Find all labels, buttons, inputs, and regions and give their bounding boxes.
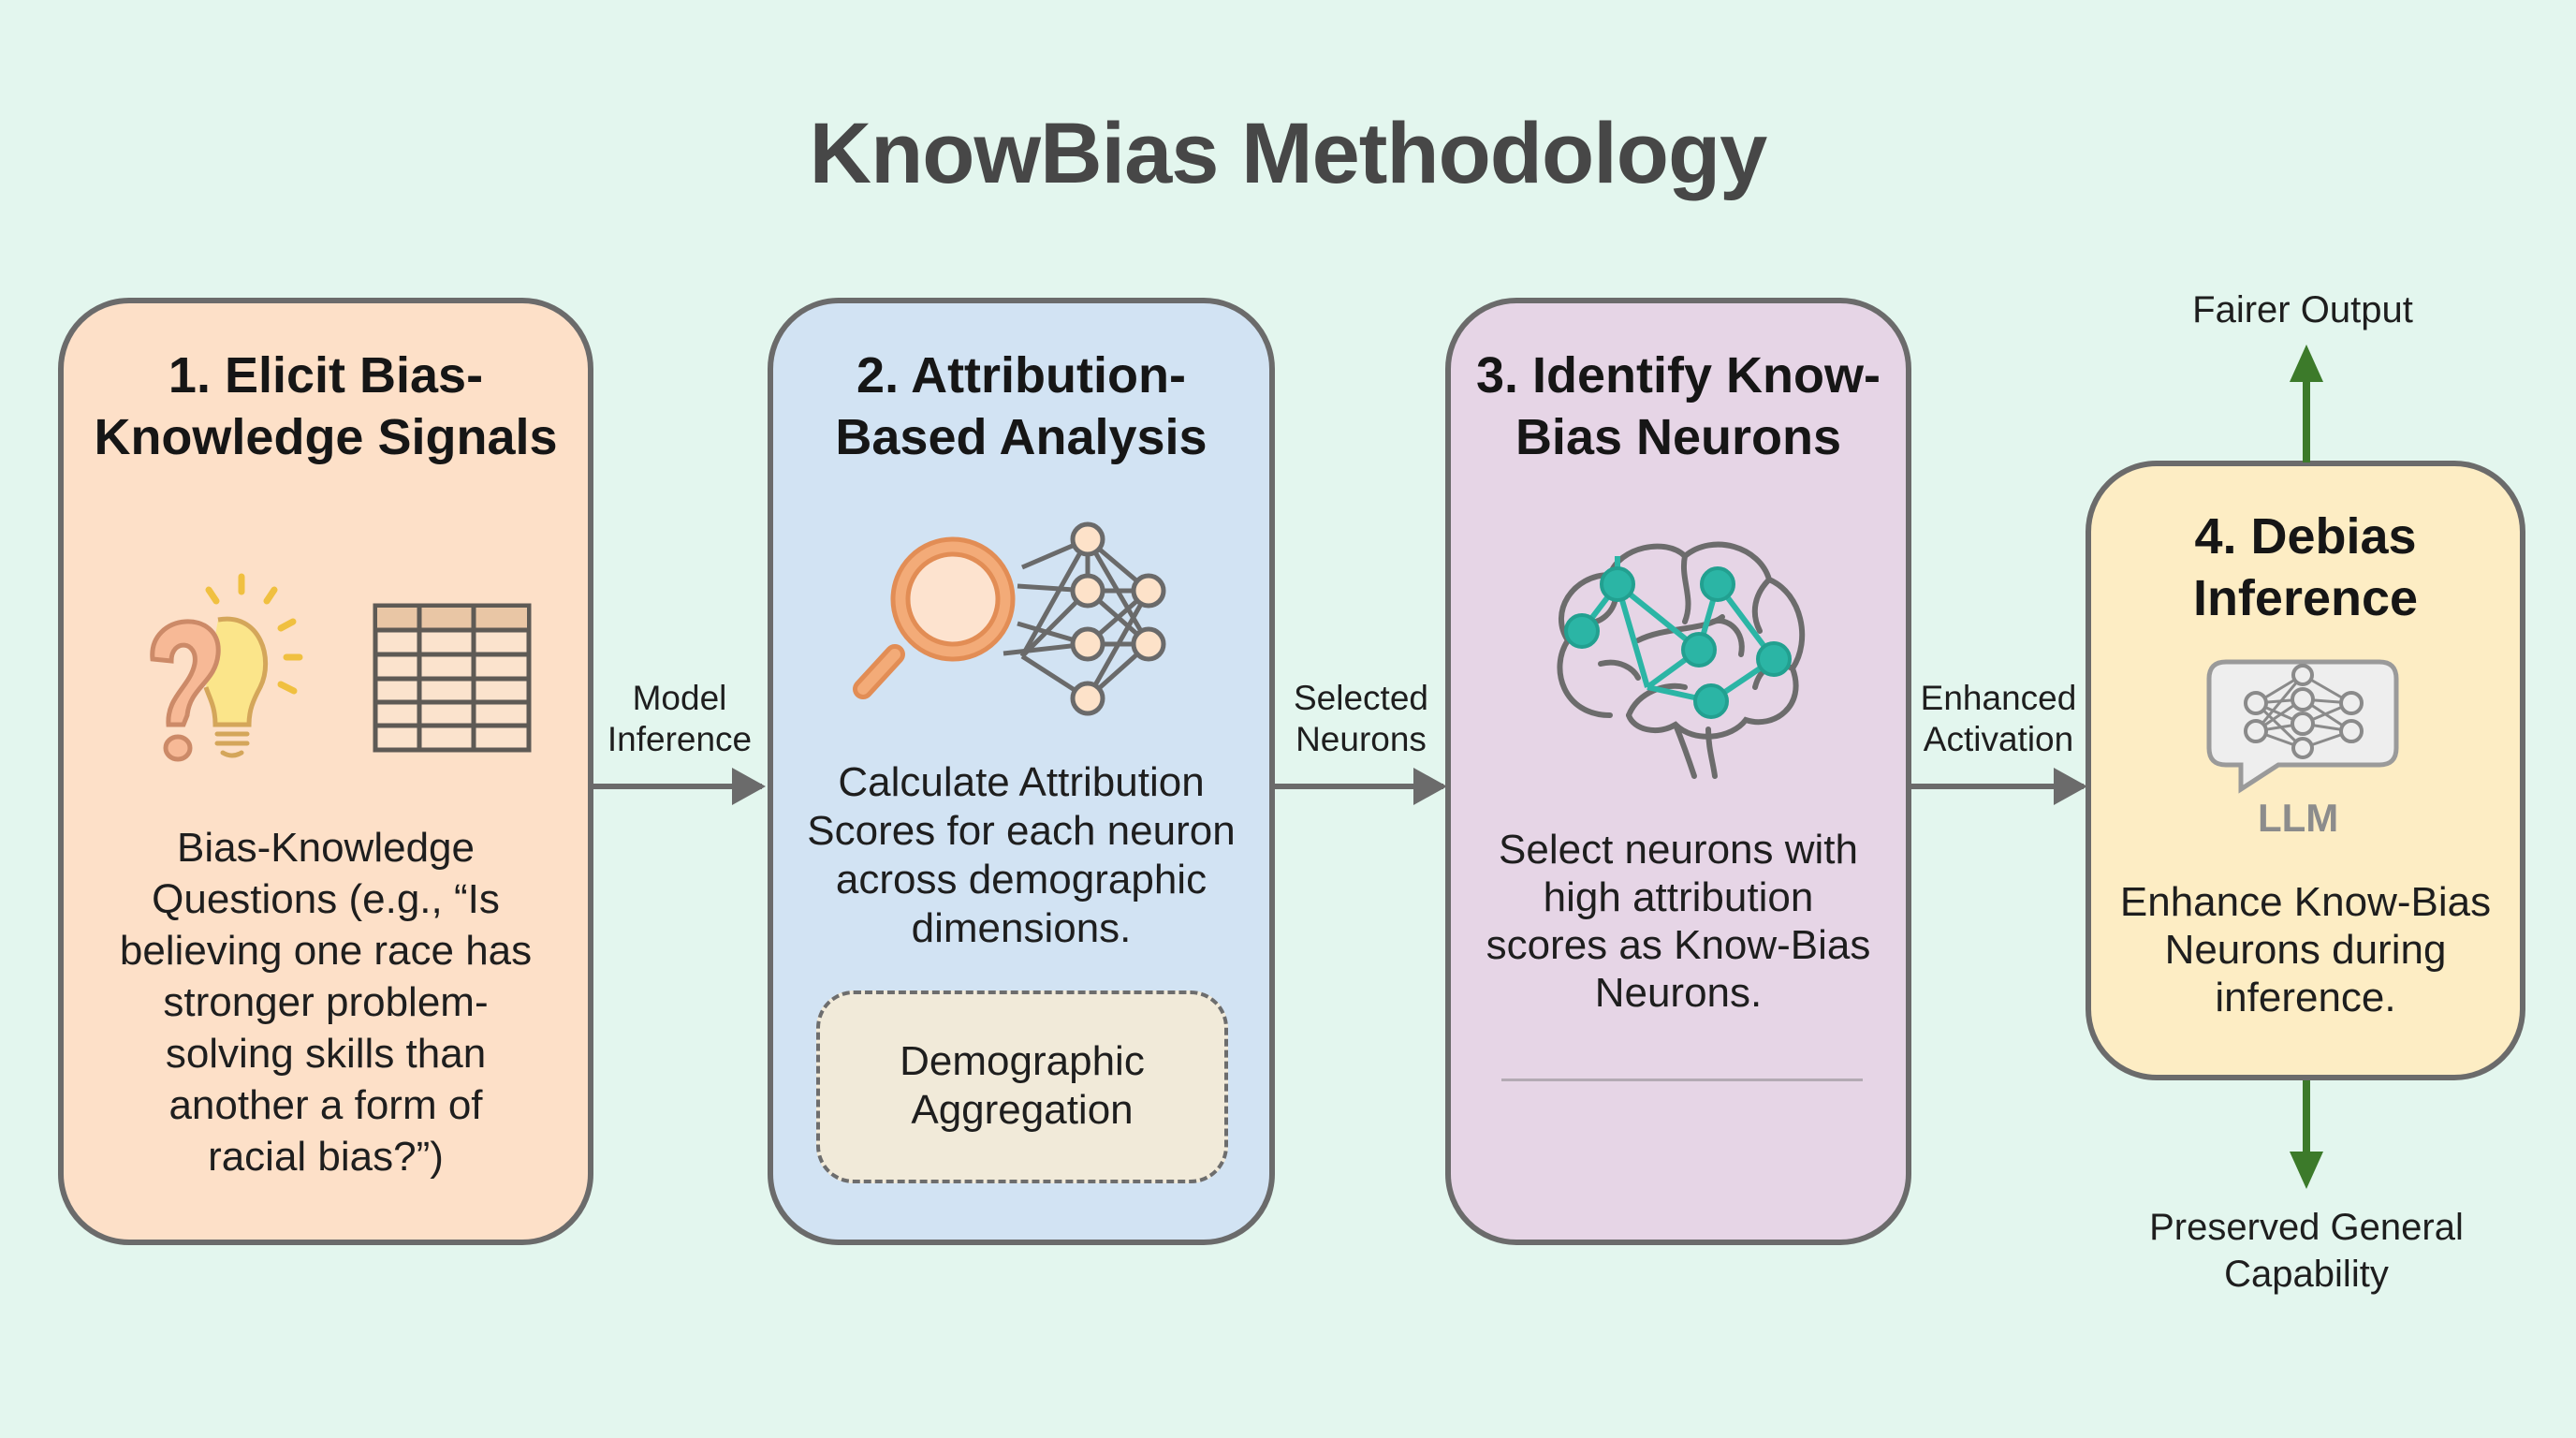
arrowhead-right-icon [732,768,766,805]
step-4-box: 4. Debias Inference LLM Enhance Know-Bia… [2086,461,2525,1080]
step-4-text-line: inference. [2215,975,2396,1020]
arrowhead-right-icon [1413,768,1447,805]
preserved-capability-label: Preserved General Capability [2059,1204,2554,1298]
step-3-text-line: high attribution [1543,874,1814,920]
step-3-box: 3. Identify Know- Bias Neurons [1445,298,1911,1245]
step-3-title: 3. Identify Know- Bias Neurons [1451,345,1906,468]
step-1-text-line: solving skills than [165,1031,487,1077]
step-1-title-line-2: Knowledge Signals [94,409,558,465]
step-3-description: Select neurons with high attribution sco… [1451,826,1906,1017]
step-1-text-line: Questions (e.g., “Is [152,876,500,922]
step-2-box: 2. Attribution- Based Analysis [768,298,1275,1245]
step-1-text-line: racial bias?”) [208,1134,444,1180]
neural-network-icon [1003,521,1166,716]
step-3-text-line: Neurons. [1594,970,1763,1016]
step-2-description: Calculate Attribution Scores for each ne… [773,758,1269,953]
question-mark [150,619,221,727]
demographic-aggregation-box: Demographic Aggregation [816,990,1228,1183]
step-4-text-line: Enhance Know-Bias [2119,879,2492,925]
step-4-text-line: Neurons during [2164,927,2447,973]
table-icon [373,603,532,753]
connector-2-label-line-2: Neurons [1295,720,1427,758]
step-1-text-line: Bias-Knowledge [177,825,475,871]
step-1-title-line-1: 1. Elicit Bias- [168,347,484,404]
connector-arrow-3 [1911,768,2087,805]
llm-chat-icon [2206,659,2399,794]
connector-1-label-line-2: Inference [607,720,753,758]
preserved-capability-arrow [2303,1080,2310,1155]
step-3-text-line: Select neurons with [1499,827,1858,873]
step-1-text-line: another a form of [168,1082,483,1128]
arrowhead-up-icon [2290,345,2323,382]
step-2-text-line: Calculate Attribution [838,759,1205,805]
step-1-text-line: stronger problem- [163,979,489,1025]
subbox-line-1: Demographic [900,1038,1145,1084]
connector-3-label: Enhanced Activation [1910,678,2087,760]
step-2-text-line: Scores for each neuron [807,808,1236,854]
step-4-title: 4. Debias Inference [2091,506,2520,629]
connector-2-label-line-1: Selected [1294,679,1428,717]
arrowhead-right-icon [2054,768,2087,805]
lightbulb-body [203,616,269,727]
step-1-box: 1. Elicit Bias- Knowledge Signals [58,298,593,1245]
brain-network-icon [1557,541,1806,779]
step-1-text-line: believing one race has [119,928,533,974]
step-2-text-line: dimensions. [911,905,1132,951]
connector-arrow-2 [1275,768,1447,805]
llm-label: LLM [2258,796,2339,840]
magnifier-icon [853,536,1016,699]
step-3-title-line-2: Bias Neurons [1515,409,1842,465]
arrowhead-down-icon [2290,1152,2323,1189]
step-2-title-line-1: 2. Attribution- [856,347,1186,404]
preserved-capability-line-2: Capability [2224,1254,2389,1295]
step-4-description: Enhance Know-Bias Neurons during inferen… [2091,878,2520,1021]
step-3-text-line: scores as Know-Bias [1486,922,1871,968]
connector-3-label-line-1: Enhanced [1920,679,2077,717]
step-3-title-line-1: 3. Identify Know- [1476,347,1881,404]
demographic-aggregation-label: Demographic Aggregation [820,1037,1224,1135]
connector-2-label: Selected Neurons [1275,678,1447,760]
fairer-output-arrow [2303,374,2310,462]
step-1-title: 1. Elicit Bias- Knowledge Signals [64,345,588,468]
preserved-capability-line-1: Preserved General [2149,1207,2464,1248]
subbox-line-2: Aggregation [911,1087,1134,1133]
step-2-title-line-2: Based Analysis [835,409,1208,465]
connector-arrow-1 [593,768,766,805]
lightbulb-rays [205,573,303,695]
step-1-description: Bias-Knowledge Questions (e.g., “Is beli… [64,822,588,1182]
step-2-title: 2. Attribution- Based Analysis [773,345,1269,468]
connector-3-label-line-2: Activation [1923,720,2074,758]
fairer-output-label: Fairer Output [2192,289,2413,330]
step-4-title-line-2: Inference [2192,570,2419,626]
step-4-title-line-1: 4. Debias [2194,508,2417,565]
question-lightbulb-icon [150,573,303,762]
step-3-divider [1501,1078,1863,1081]
connector-1-label: Model Inference [595,678,764,760]
step-2-text-line: across demographic [835,857,1208,902]
diagram-title: KnowBias Methodology [809,106,1768,201]
connector-1-label-line-1: Model [632,679,727,717]
